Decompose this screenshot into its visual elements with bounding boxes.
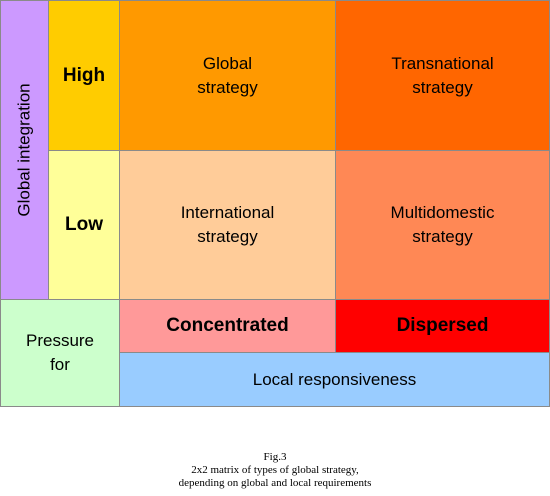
quadrant-transnational-line1: Transnational xyxy=(391,53,494,73)
quadrant-international-line2: strategy xyxy=(197,227,258,246)
quadrant-global-strategy: Global strategy xyxy=(119,0,336,151)
quadrant-multidomestic-line2: strategy xyxy=(412,227,473,246)
caption-line1: Fig.3 xyxy=(263,451,287,463)
pressure-for-cell: Pressure for xyxy=(0,299,120,407)
level-concentrated-label: Concentrated xyxy=(166,315,289,336)
quadrant-international-line1: International xyxy=(180,203,275,222)
level-high-label: High xyxy=(62,64,106,86)
quadrant-transnational-line2: strategy xyxy=(412,77,473,97)
quadrant-global-line1: Global xyxy=(202,53,253,73)
caption-line2: 2x2 matrix of types of global strategy, xyxy=(191,464,359,476)
quadrant-international-strategy: International strategy xyxy=(119,150,336,300)
level-low-label: Low xyxy=(65,214,103,235)
level-low: Low xyxy=(48,150,120,300)
pressure-for-line2: for xyxy=(50,355,70,374)
quadrant-multidomestic-strategy: Multidomestic strategy xyxy=(335,150,550,300)
caption-line3: depending on global and local requiremen… xyxy=(178,477,372,489)
figure-caption: Fig.3 2x2 matrix of types of global stra… xyxy=(0,451,550,490)
quadrant-global-line2: strategy xyxy=(197,77,258,97)
axis-global-integration-label: Global integration xyxy=(14,83,34,217)
quadrant-transnational-strategy: Transnational strategy xyxy=(335,0,550,151)
axis-global-integration: Global integration xyxy=(0,0,49,300)
pressure-for-line1: Pressure xyxy=(25,331,95,350)
level-dispersed: Dispersed xyxy=(335,299,550,353)
quadrant-multidomestic-line1: Multidomestic xyxy=(390,203,495,222)
axis-local-responsiveness-label: Local responsiveness xyxy=(252,369,417,389)
level-dispersed-label: Dispersed xyxy=(396,315,489,336)
level-high: High xyxy=(48,0,120,151)
axis-local-responsiveness: Local responsiveness xyxy=(119,352,550,407)
level-concentrated: Concentrated xyxy=(119,299,336,353)
